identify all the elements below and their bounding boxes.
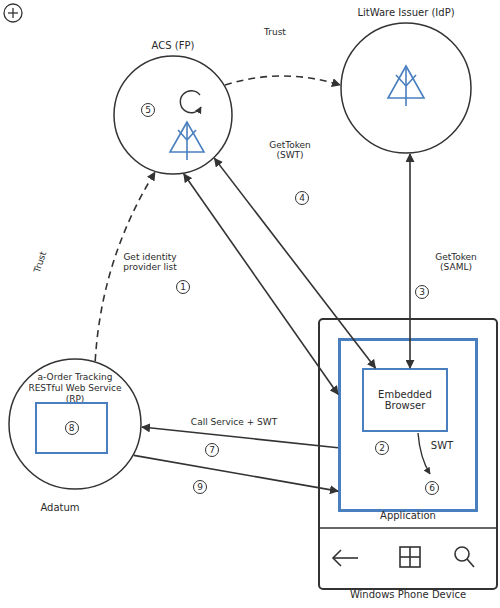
edge-label: Trust — [29, 241, 51, 282]
identity-provider-circle: LitWare Issuer (IdP) — [340, 22, 472, 154]
node-label: Embedded Browser — [364, 370, 446, 430]
callout-number: 3 — [415, 285, 429, 299]
embedded-browser-box: Embedded Browser — [362, 368, 448, 432]
connector-arrow — [142, 427, 338, 448]
issuer-icon — [388, 66, 424, 106]
edge-label: Trust — [255, 27, 295, 37]
callout-number: 6 — [425, 481, 439, 495]
circle-shape — [9, 359, 141, 489]
node-label: a-Order Tracking RESTful Web Service (RP… — [23, 372, 127, 405]
phone-buttons — [320, 528, 496, 567]
node-label-holder: 8 — [37, 404, 106, 452]
node-label: Application — [291, 510, 500, 521]
relying-party-circle: a-Order Tracking RESTful Web Service (RP… — [8, 358, 142, 490]
acs-icon — [170, 122, 204, 160]
callout-number: 9 — [193, 480, 207, 494]
swt-arrow — [418, 433, 430, 474]
circle-outline — [340, 22, 472, 154]
connector-arrow — [134, 455, 338, 491]
organization-label: Adatum — [40, 503, 79, 513]
edge-label: Call Service + SWT — [179, 417, 289, 427]
callout-number: 5 — [141, 103, 155, 117]
edge-label: Get identity provider list — [118, 252, 182, 272]
edge-label: GetToken (SAML) — [428, 252, 484, 272]
circle-outline — [113, 55, 233, 175]
phone-device: Windows Phone DeviceApplicationEmbedded … — [318, 318, 498, 590]
connector-arrow — [225, 76, 340, 85]
federation-provider-circle: ACS (FP) — [113, 55, 233, 175]
node-label: Windows Phone Device — [270, 589, 500, 600]
connector-arrow — [409, 154, 411, 368]
token-label: SWT — [431, 441, 453, 451]
service-box: 8 — [35, 402, 108, 454]
loop-arrow — [180, 91, 201, 113]
circle-shape — [114, 56, 232, 174]
circle-shape — [341, 23, 471, 153]
application-box: ApplicationEmbedded Browser — [338, 338, 478, 512]
connector-arrow — [184, 174, 338, 394]
node-label: LitWare Issuer (IdP) — [290, 7, 500, 18]
callout-number: 8 — [65, 421, 79, 435]
callout-number: 7 — [205, 443, 219, 457]
callout-number: 1 — [176, 280, 190, 294]
edge-label: GetToken (SWT) — [262, 140, 318, 160]
connector-arrow — [214, 158, 375, 368]
callout-number: 4 — [295, 191, 309, 205]
node-label: ACS (FP) — [63, 40, 283, 51]
expand-icon — [4, 4, 22, 22]
callout-number: 2 — [375, 441, 389, 455]
